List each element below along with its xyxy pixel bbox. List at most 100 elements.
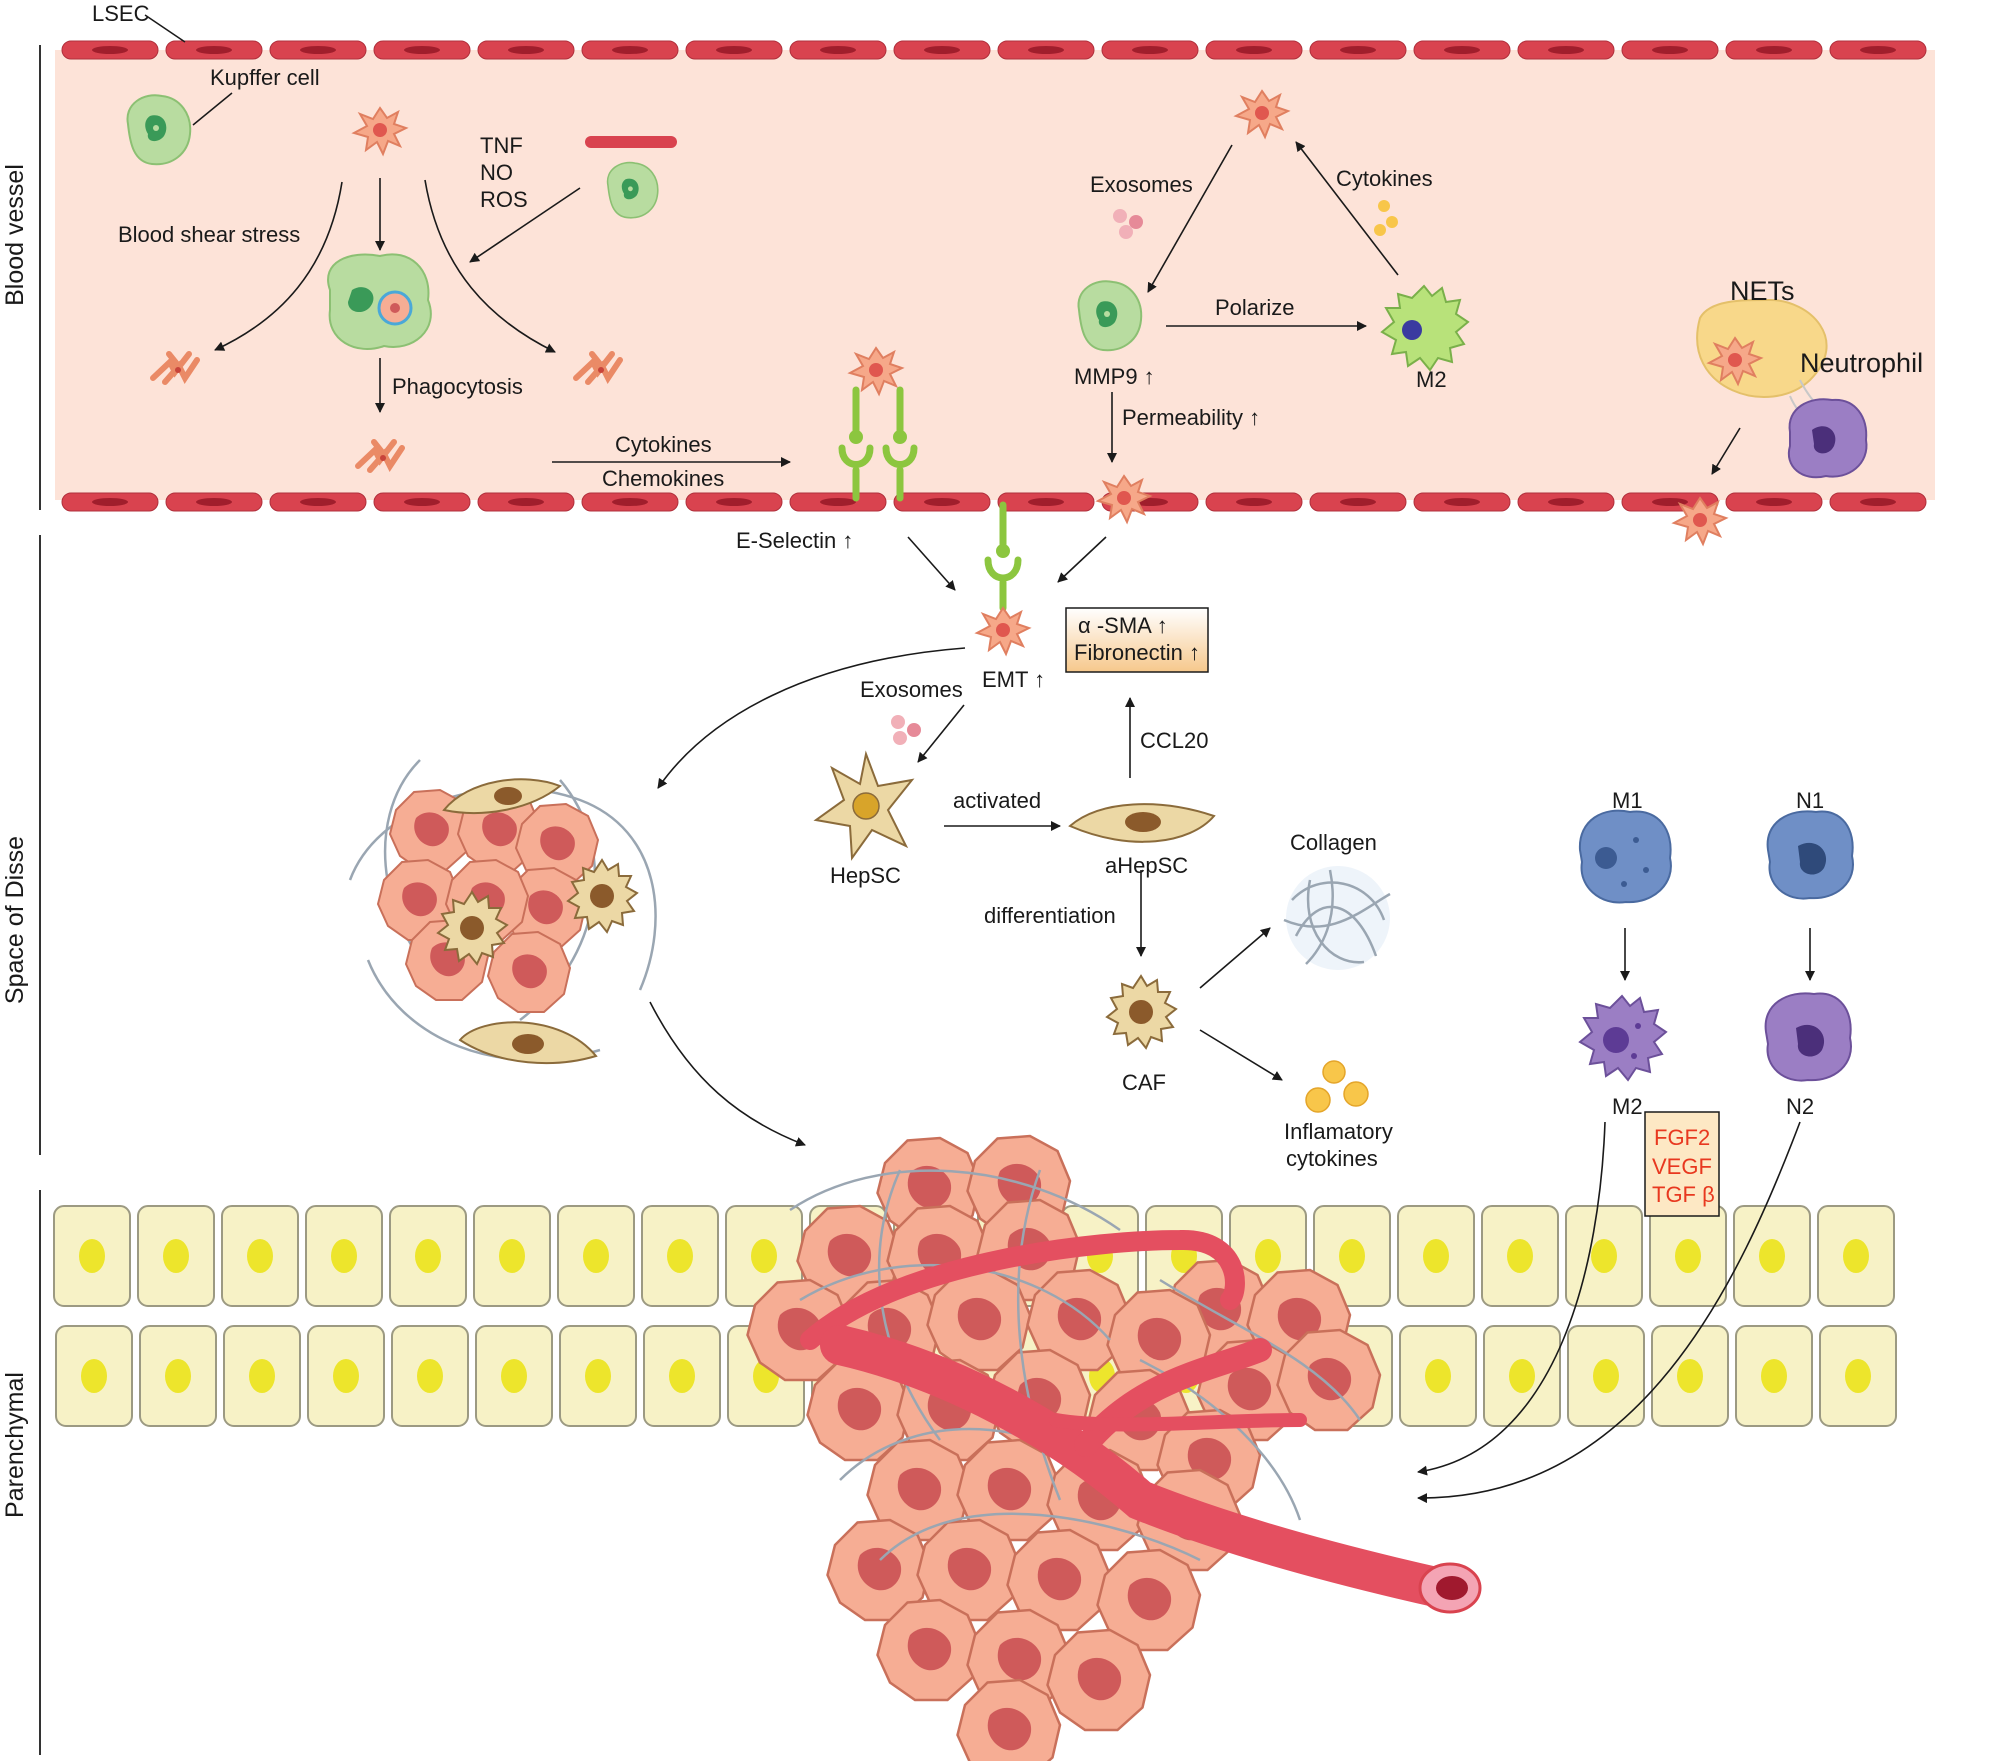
- inflammatory-cytokine-icon: [1305, 1060, 1369, 1113]
- exosome-icon: [891, 715, 921, 745]
- tnf-label: TNF: [480, 133, 523, 158]
- mmp9-label: MMP9 ↑: [1074, 364, 1155, 389]
- endothelial-cell-icon: [893, 40, 991, 60]
- tumor-cell-icon: [956, 1678, 1062, 1761]
- endothelial-cell-icon: [61, 492, 159, 512]
- m2-top-label: M2: [1416, 367, 1447, 392]
- kupffer-cell-icon: [126, 94, 192, 166]
- endothelial-cell-icon: [269, 40, 367, 60]
- hepatocyte-icon: [1819, 1325, 1897, 1427]
- n1-label: N1: [1796, 788, 1824, 813]
- arrow-tnf-to-phagocyte: [469, 187, 581, 263]
- hepatocyte-icon: [307, 1325, 385, 1427]
- e-selectin-receptor-icon: [838, 386, 918, 502]
- caf-label: CAF: [1122, 1070, 1166, 1095]
- hepatocyte-icon: [1649, 1205, 1727, 1307]
- phagocytosis-label: Phagocytosis: [392, 374, 523, 399]
- lsec-top-layer: [61, 40, 1927, 60]
- permeability-label: Permeability ↑: [1122, 405, 1260, 430]
- m2-macrophage-green-icon: [1381, 285, 1469, 371]
- endothelial-cell-icon: [1517, 492, 1615, 512]
- n1-neutrophil-icon: [1766, 810, 1854, 900]
- chemokines-label: Chemokines: [602, 466, 724, 491]
- hepatocyte-icon: [557, 1205, 635, 1307]
- tumor-blood-vessel-icon: [800, 1229, 1482, 1614]
- endothelial-cell-icon: [165, 40, 263, 60]
- no-label: NO: [480, 160, 513, 185]
- ccl20-label: CCL20: [1140, 728, 1208, 753]
- selectin-node: [996, 544, 1010, 558]
- selectin-node: [849, 430, 863, 444]
- endothelial-cell-icon: [685, 492, 783, 512]
- arrow-to-fragment: [424, 179, 556, 353]
- arrow-exosomes-to-hepsc: [917, 704, 965, 763]
- endothelial-cell-icon: [1309, 40, 1407, 60]
- endothelial-cell-icon: [997, 40, 1095, 60]
- tgfb-label: TGF β: [1652, 1182, 1715, 1207]
- exosomes-label-bottom: Exosomes: [860, 677, 963, 702]
- endothelial-cell-icon: [1829, 492, 1927, 512]
- collagen-label: Collagen: [1290, 830, 1377, 855]
- endothelial-cell-icon: [1309, 492, 1407, 512]
- exosomes-label-top: Exosomes: [1090, 172, 1193, 197]
- emt-marker-box: [1065, 607, 1209, 673]
- neutrophil-label: Neutrophil: [1800, 348, 1923, 378]
- hepatocyte-icon: [221, 1205, 299, 1307]
- nets-label: NETs: [1730, 276, 1795, 306]
- hepatocyte-icon: [391, 1325, 469, 1427]
- hepatocyte-icon: [223, 1325, 301, 1427]
- asma-label: α -SMA ↑: [1078, 613, 1168, 638]
- e-selectin-label: E-Selectin ↑: [736, 528, 853, 553]
- arrow-to-emt: [907, 536, 956, 591]
- endothelial-cell-icon: [1725, 492, 1823, 512]
- endothelial-cell-icon: [269, 492, 367, 512]
- hepatocyte-icon: [1397, 1205, 1475, 1307]
- hepatocyte-icon: [139, 1325, 217, 1427]
- ros-label: ROS: [480, 187, 528, 212]
- differentiation-label: differentiation: [984, 903, 1116, 928]
- vegf-label: VEGF: [1652, 1154, 1712, 1179]
- micrometastasis-cluster-icon: [348, 759, 657, 1065]
- endothelial-cell-icon: [1101, 40, 1199, 60]
- hepatocyte-icon: [1735, 1325, 1813, 1427]
- cytokine-icon: [1374, 200, 1398, 236]
- cytokines-label: Cytokines: [615, 432, 712, 457]
- kupffer-mmp9-icon: [1077, 280, 1143, 352]
- selectin-node: [893, 430, 907, 444]
- arrow-to-cytokines: [1199, 1029, 1283, 1081]
- n2-label: N2: [1786, 1094, 1814, 1119]
- endothelial-cell-icon: [581, 492, 679, 512]
- inflammatory-cytokines-line2: cytokines: [1286, 1146, 1378, 1171]
- hepatocyte-icon: [559, 1325, 637, 1427]
- m2-macrophage-purple-icon: [1579, 995, 1667, 1081]
- n2-neutrophil-icon: [1764, 992, 1852, 1082]
- emt-label: EMT ↑: [982, 667, 1045, 692]
- section-label-parenchymal: Parenchymal: [1, 1372, 29, 1518]
- growth-factor-box: [1644, 1111, 1720, 1217]
- endothelial-cell-icon: [1413, 40, 1511, 60]
- fgf2-label: FGF2: [1654, 1125, 1710, 1150]
- exosome-icon: [1113, 209, 1143, 239]
- lsec-pointer: [144, 14, 186, 43]
- arrow-cytokines-triangle: [1295, 141, 1399, 276]
- lsec-label: LSEC: [92, 1, 150, 26]
- endothelial-cell-icon: [373, 40, 471, 60]
- polarize-label: Polarize: [1215, 295, 1294, 320]
- hepatocyte-icon: [643, 1325, 721, 1427]
- arrow-exosomes: [1147, 144, 1233, 293]
- hepatocyte-icon: [1651, 1325, 1729, 1427]
- hepatocyte-icon: [475, 1325, 553, 1427]
- hepatocyte-icon: [473, 1205, 551, 1307]
- ahepsc-label: aHepSC: [1105, 853, 1188, 878]
- arrow-shear-stress: [214, 181, 343, 351]
- endothelial-cell-icon: [1621, 40, 1719, 60]
- e-selectin-receptor-lower-icon: [984, 501, 1022, 612]
- caf-icon: [1106, 975, 1177, 1049]
- emt-tumor-cell-icon: [976, 607, 1030, 655]
- arrow-m2-to-tumor: [1417, 1121, 1606, 1476]
- hepatocyte-icon: [1399, 1325, 1477, 1427]
- kupffer-pointer: [192, 92, 233, 126]
- hepatocyte-icon: [1565, 1205, 1643, 1307]
- extravasated-tumor-cell-icon: [1673, 497, 1727, 545]
- m1-label: M1: [1612, 788, 1643, 813]
